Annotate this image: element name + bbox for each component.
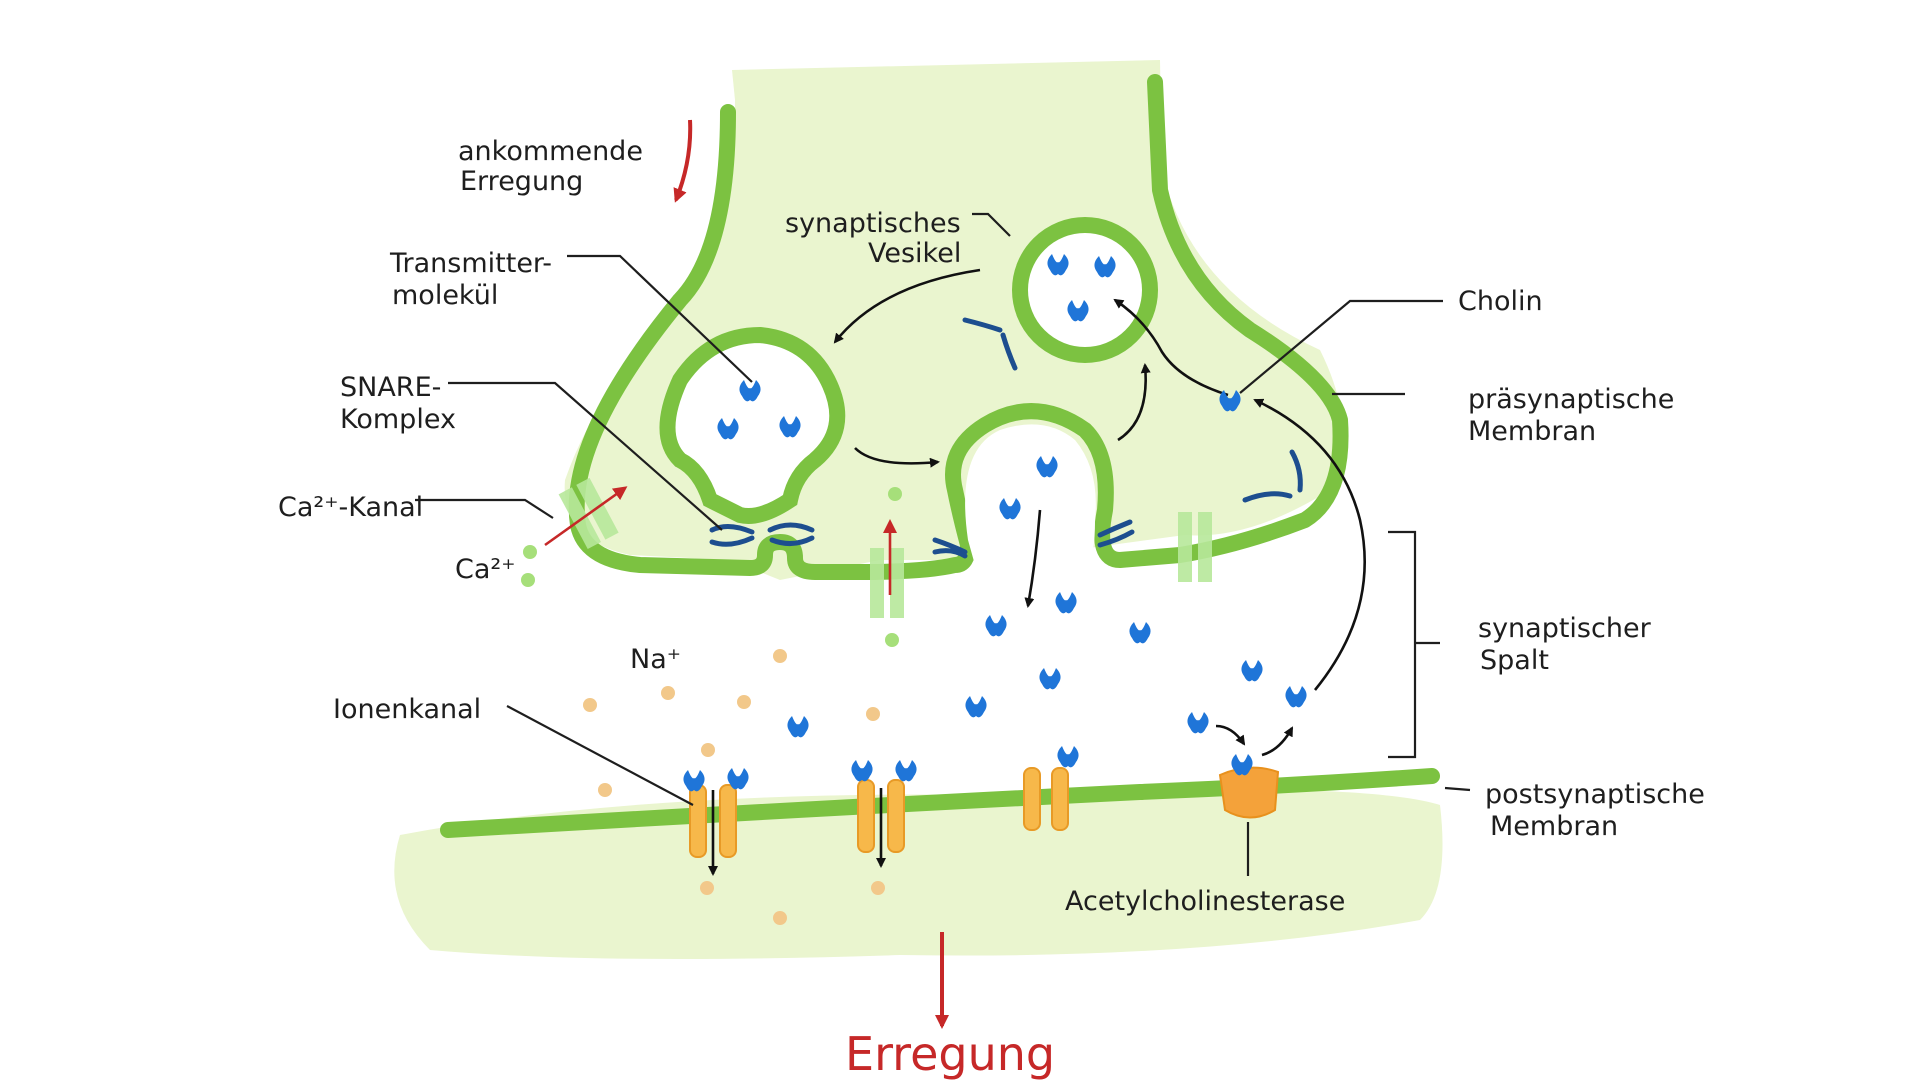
sodium-ions bbox=[583, 649, 885, 925]
leader-lines bbox=[415, 212, 1471, 876]
label-cleft-2: Spalt bbox=[1480, 645, 1549, 676]
acetylcholinesterase-enzyme bbox=[1218, 766, 1280, 819]
ca-channel-right bbox=[1178, 512, 1212, 582]
snare-complex bbox=[709, 317, 1303, 559]
label-ache: Acetylcholinesterase bbox=[1065, 886, 1345, 917]
label-ion-channel: Ionenkanal bbox=[333, 694, 481, 725]
label-presynaptic-1: präsynaptische bbox=[1468, 384, 1674, 415]
label-cleft-1: synaptischer bbox=[1478, 613, 1652, 644]
label-incoming-excitation-2: Erregung bbox=[460, 166, 583, 197]
ion-channel-3 bbox=[1023, 767, 1069, 831]
label-vesicle-1: synaptisches bbox=[785, 208, 961, 239]
label-snare-1: SNARE- bbox=[340, 372, 441, 403]
ion-channel-2 bbox=[857, 779, 905, 853]
label-postsynaptic-2: Membran bbox=[1490, 811, 1618, 842]
calcium-ions bbox=[521, 487, 902, 647]
ca-channel-middle bbox=[870, 548, 904, 618]
ion-channel-1 bbox=[689, 784, 737, 858]
label-snare-2: Komplex bbox=[340, 404, 456, 435]
label-postsynaptic-1: postsynaptische bbox=[1485, 779, 1705, 810]
label-ca-channel: Ca²⁺-Kanal bbox=[278, 492, 423, 523]
fused-vesicle-lumen bbox=[965, 424, 1096, 565]
docking-vesicle bbox=[659, 326, 846, 524]
postsynaptic-cytoplasm bbox=[394, 789, 1443, 959]
label-vesicle-2: Vesikel bbox=[868, 238, 961, 269]
label-ca-ion: Ca²⁺ bbox=[455, 554, 515, 585]
label-excitation-out: Erregung bbox=[845, 1027, 1055, 1080]
label-choline: Cholin bbox=[1458, 286, 1543, 317]
label-incoming-excitation-1: ankommende bbox=[458, 136, 643, 167]
synaptic-vesicle bbox=[1012, 217, 1158, 363]
label-presynaptic-2: Membran bbox=[1468, 416, 1596, 447]
label-transmitter-1: Transmitter- bbox=[389, 248, 552, 279]
label-na-ion: Na⁺ bbox=[630, 644, 681, 675]
label-transmitter-2: molekül bbox=[392, 280, 498, 311]
